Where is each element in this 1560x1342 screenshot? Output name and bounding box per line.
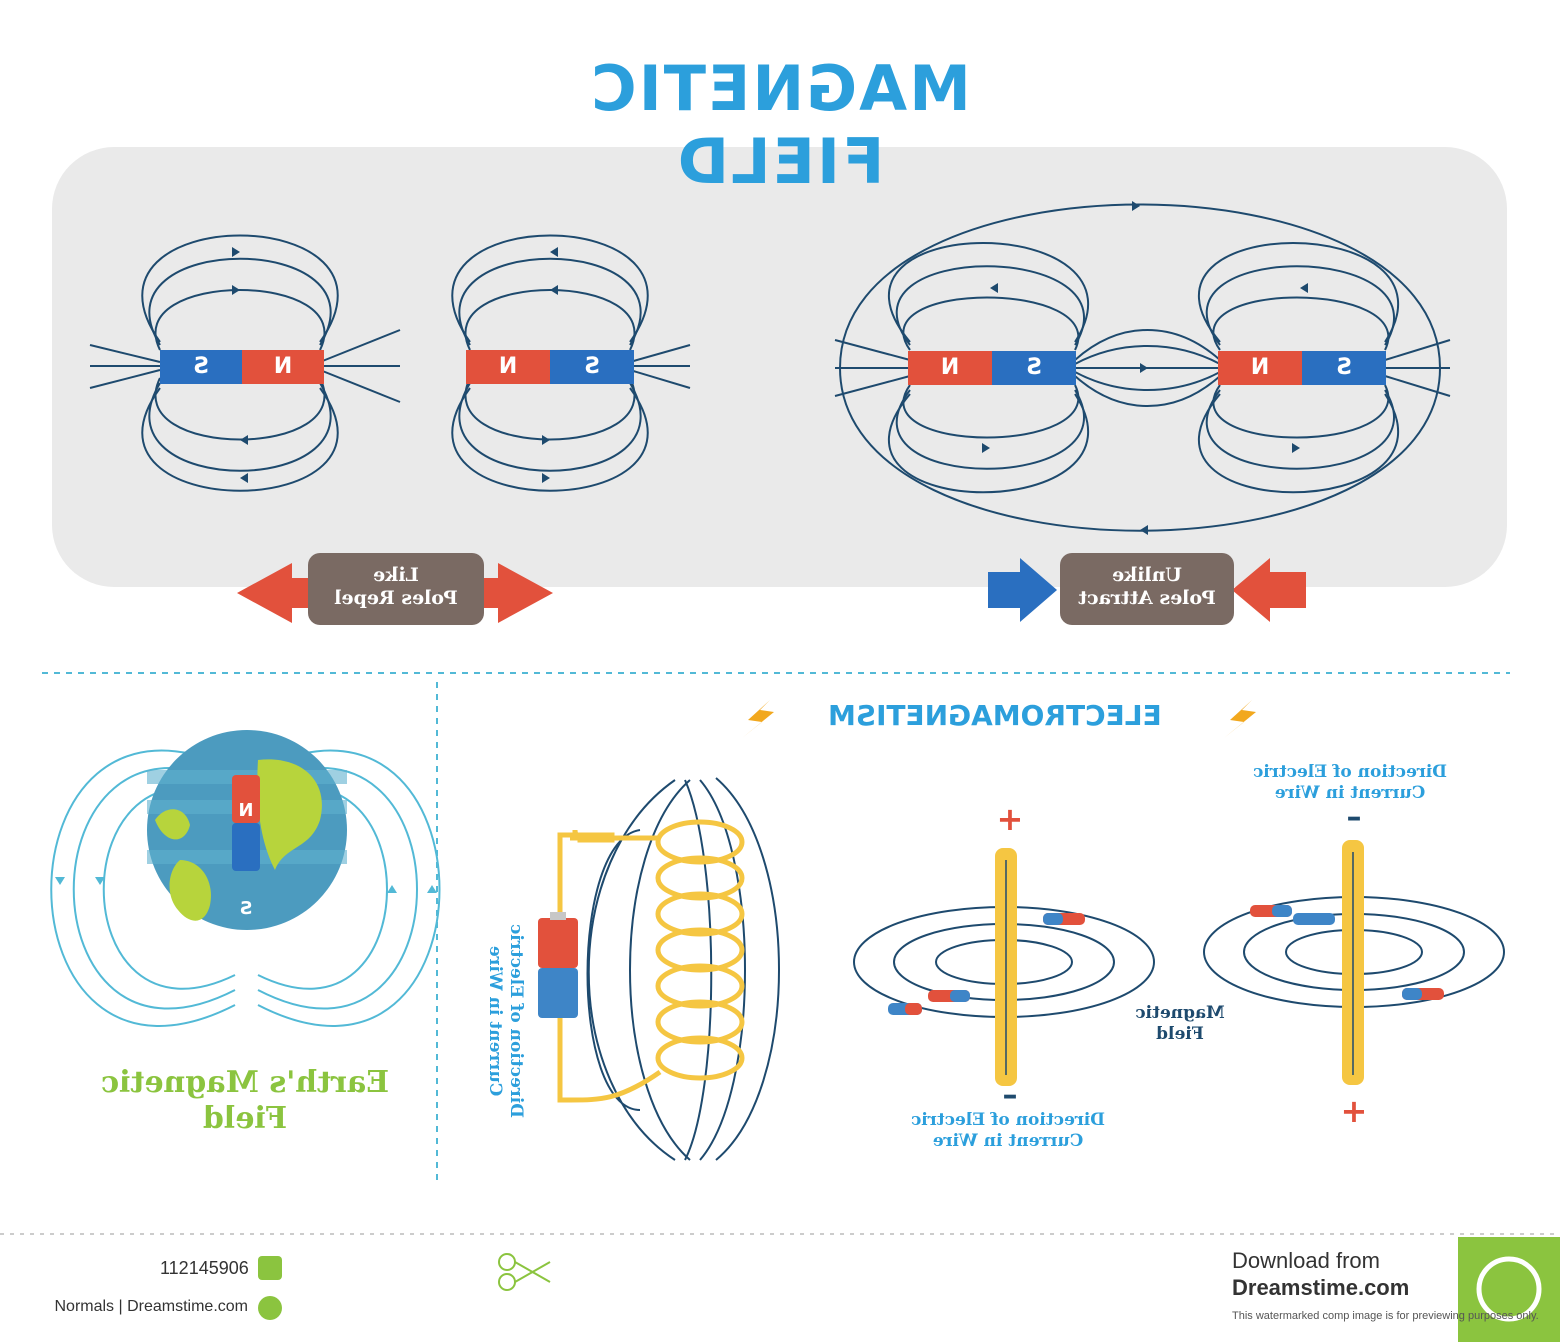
disclaimer-text: This watermarked comp image is for previ…: [1232, 1310, 1539, 1322]
magnet-1-north-label: N: [273, 354, 293, 379]
earth-south-label: S: [239, 898, 253, 919]
compass-needles: [888, 905, 1444, 1015]
wire-1-minus: –: [1002, 1078, 1018, 1113]
top-panel: [52, 147, 1507, 587]
magnet-4: [1218, 351, 1386, 385]
image-id: 112145906: [160, 1258, 249, 1278]
unlike-poles-arrows: [982, 201, 1308, 535]
attract-arrows: [988, 558, 1306, 622]
dreamstime-logo-swirl: [1476, 1256, 1542, 1322]
wire-2-plus: +: [1340, 1092, 1368, 1130]
like-line2: Poles Repel: [334, 587, 458, 609]
credit-text: Normals | Dreamstime.com: [54, 1298, 248, 1315]
earth-globe-icon: [147, 730, 347, 930]
battery-icon: [538, 912, 578, 1018]
lightning-icon-left: [1224, 700, 1256, 738]
earth-field-arrows: [55, 877, 437, 893]
unlike-line1: Unlike: [1111, 564, 1183, 586]
magnet-3: [908, 351, 1076, 385]
magnet-4-north-label: N: [1250, 355, 1270, 380]
download-line2: Dreamstime.com: [1232, 1275, 1410, 1300]
unlike-poles-field-lines: [834, 203, 1451, 532]
magnet-3-north-label: N: [940, 355, 960, 380]
page-title: MAGNETIC FIELD: [589, 52, 971, 198]
dreamstime-logo: [1458, 1237, 1560, 1342]
lightning-icon-right: [742, 700, 774, 738]
magnet-3-south-label: S: [1026, 355, 1042, 380]
scissors-icon: [498, 1253, 551, 1291]
copyright-icon: [258, 1296, 282, 1320]
solenoid-coil: [557, 819, 745, 1103]
solenoid-field-lines: [586, 777, 780, 1161]
id-icon: [258, 1256, 282, 1280]
like-line1: Like: [373, 564, 419, 586]
magnet-2-north-label: N: [498, 354, 518, 379]
magnet-2: [466, 350, 634, 384]
magnet-1-south-label: S: [193, 354, 209, 379]
magnet-1: [160, 350, 324, 384]
like-poles-arrows: [232, 247, 558, 483]
wire-1-plus: +: [996, 800, 1024, 838]
repel-arrows: [237, 563, 553, 623]
unlike-line2: Poles Attract: [1078, 587, 1216, 609]
magnet-2-south-label: S: [584, 354, 600, 379]
earth-north-label: N: [238, 800, 254, 821]
download-line1: Download from: [1232, 1248, 1380, 1273]
wire-2-minus: –: [1346, 800, 1362, 835]
like-poles-field-lines: [89, 234, 691, 492]
electromagnetism-title: ELECTROMAGNETISM: [828, 699, 1162, 732]
magnet-4-south-label: S: [1336, 355, 1352, 380]
